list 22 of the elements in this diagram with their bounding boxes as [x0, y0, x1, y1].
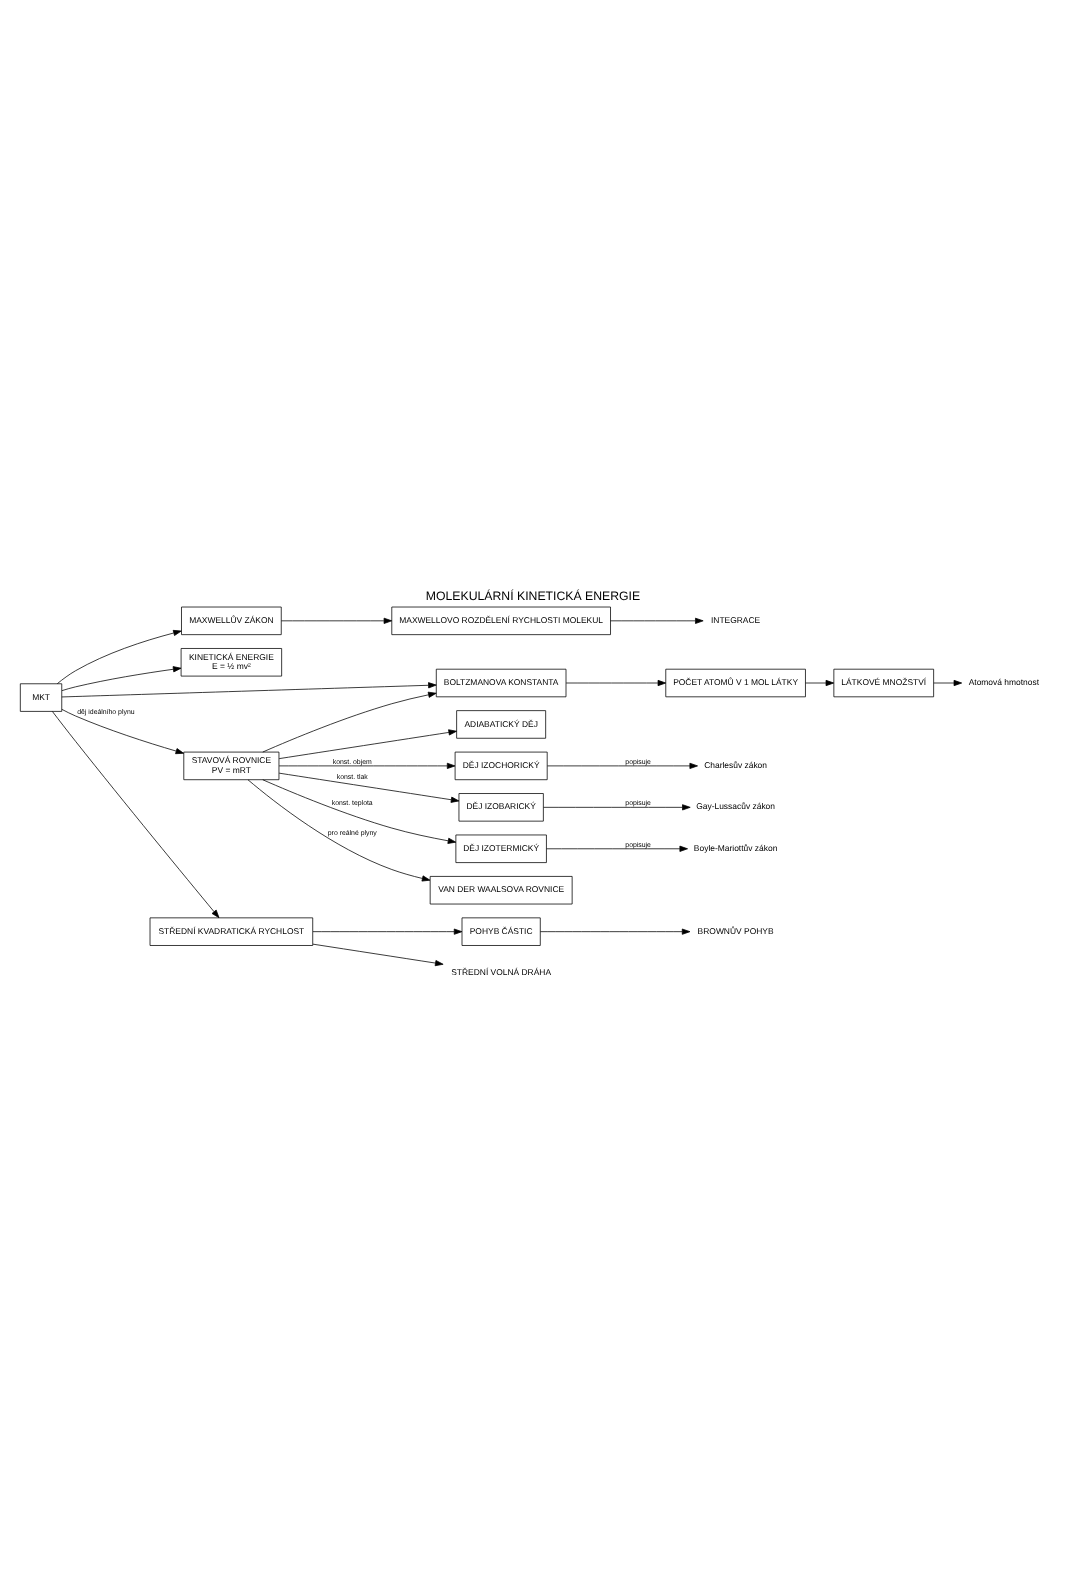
arrow [543, 804, 691, 811]
arrow [61, 666, 182, 691]
arrow [805, 679, 835, 687]
arrow [51, 711, 220, 919]
arrow [546, 845, 688, 852]
arrow [547, 762, 698, 769]
arrow [610, 617, 704, 624]
arrow [262, 691, 437, 753]
arrow [540, 928, 691, 935]
arrow [247, 779, 431, 882]
arrow [278, 772, 460, 803]
arrow [312, 928, 463, 935]
arrow [262, 779, 457, 844]
arrow [565, 679, 667, 687]
arrow [280, 617, 393, 624]
arrow [61, 682, 437, 698]
arrow [933, 679, 963, 687]
arrow [312, 943, 444, 967]
arrow [278, 762, 456, 769]
arrow [56, 629, 182, 685]
arrow [278, 729, 457, 759]
arrow [61, 708, 185, 755]
